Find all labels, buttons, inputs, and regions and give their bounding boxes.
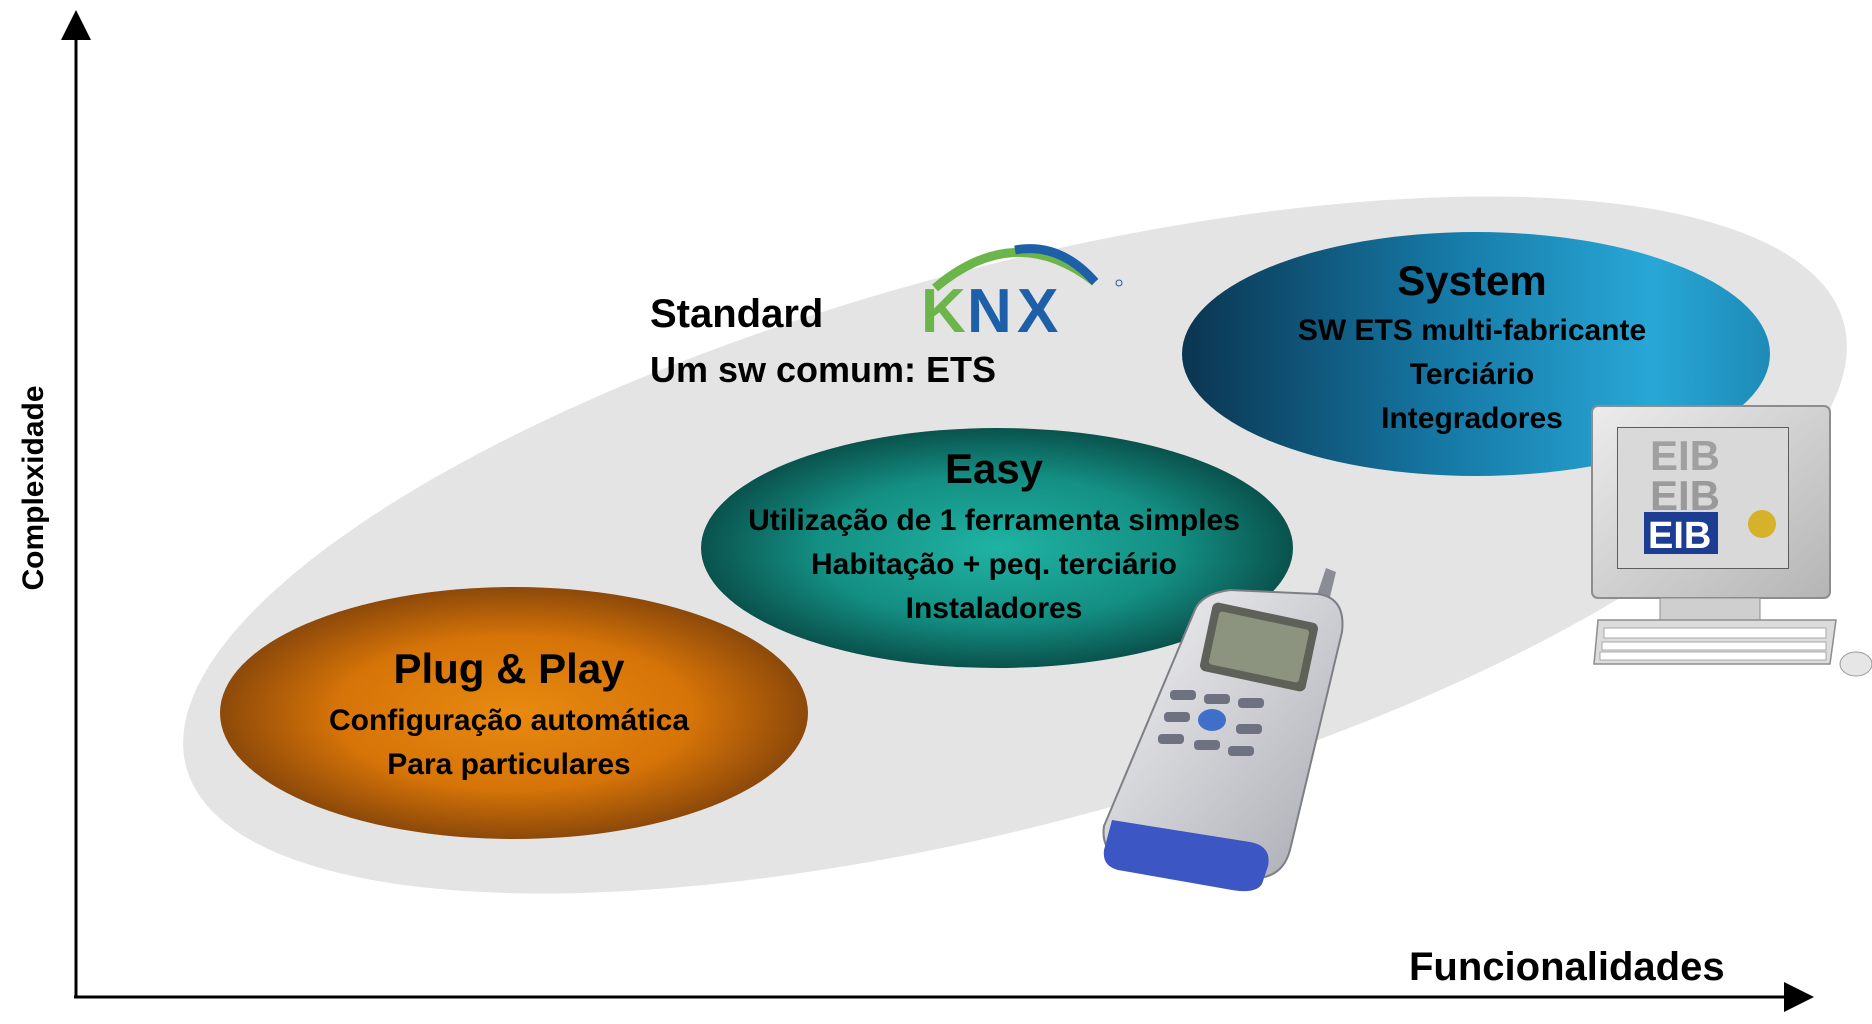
plug-and-play-line-1: Configuração automática: [328, 704, 690, 737]
easy-ellipse: [701, 428, 1293, 668]
plug-and-play-title: Plug & Play: [393, 645, 625, 692]
easy-title: Easy: [944, 445, 1044, 492]
easy-line-2: Habitação + peq. terciário: [811, 548, 1177, 581]
x-axis-label: Funcionalidades: [1409, 945, 1725, 989]
svg-text:N: N: [967, 277, 1012, 346]
remote-control-image: [1102, 568, 1344, 892]
svg-text:EIB: EIB: [1650, 432, 1720, 479]
pc-image: EIB EIB EIB: [1591, 405, 1872, 677]
svg-text:EIB: EIB: [1650, 472, 1720, 519]
system-line-2: Terciário: [1409, 358, 1535, 391]
plug-and-play-ellipse: [220, 587, 808, 839]
pc-screen-logo: EIB: [1648, 515, 1711, 557]
system-line-1: SW ETS multi-fabricante: [1297, 314, 1647, 347]
easy-line-3: Instaladores: [905, 592, 1083, 625]
standard-title: Standard: [650, 292, 824, 336]
knx-logo: K N X: [921, 244, 1123, 346]
easy-line-1: Utilização de 1 ferramenta simples: [748, 504, 1240, 537]
system-title: System: [1397, 257, 1547, 304]
plug-and-play-line-2: Para particulares: [387, 748, 631, 781]
system-line-3: Integradores: [1381, 402, 1563, 435]
y-axis-label: Complexidade: [17, 385, 50, 591]
svg-text:K: K: [921, 277, 966, 346]
standard-subtitle: Um sw comum: ETS: [650, 349, 997, 390]
svg-text:X: X: [1017, 277, 1058, 346]
